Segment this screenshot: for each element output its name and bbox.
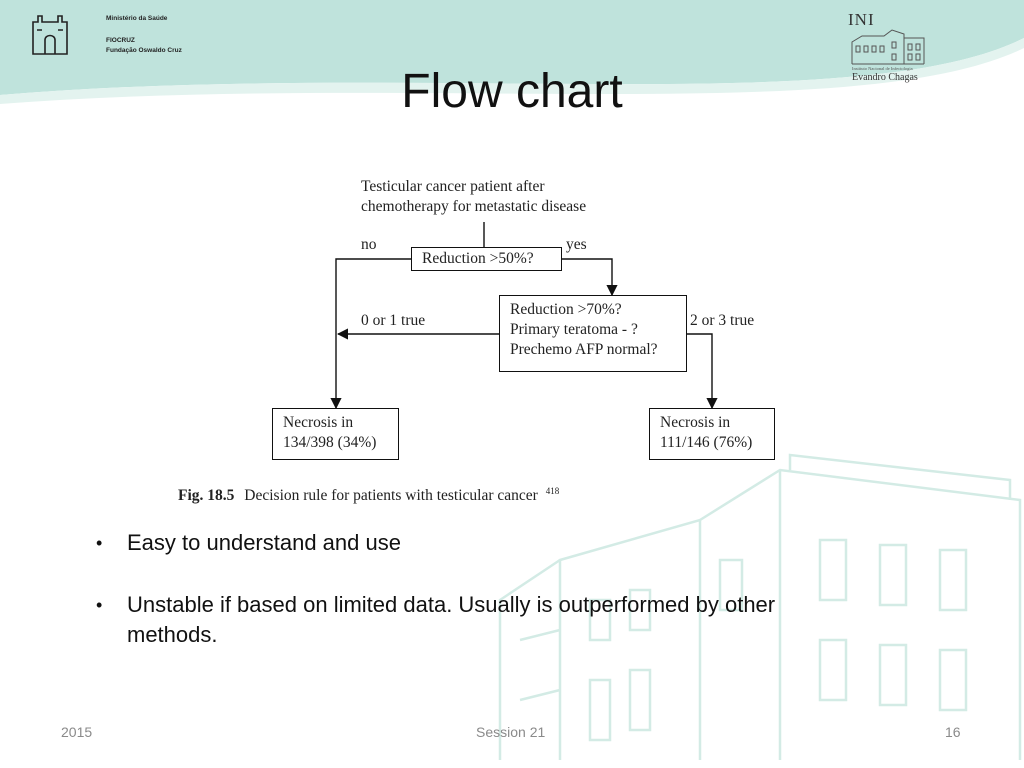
outcome-box-right: Necrosis in 111/146 (76%) [649, 408, 775, 460]
ini-logo-name: Evandro Chagas [852, 72, 918, 83]
ministry-label: Ministério da Saúde [106, 15, 168, 22]
bullet-marker-1: • [96, 533, 103, 553]
slide-title: Flow chart [401, 65, 623, 118]
footer-session: Session 21 [476, 724, 546, 740]
figure-caption-reference: 418 [545, 486, 560, 496]
criteria-line-1: Reduction >70%? [510, 301, 622, 318]
figure-caption: Fig. 18.5 Decision rule for patients wit… [178, 481, 559, 506]
fiocruz-building-icon [32, 15, 68, 55]
fiocruz-logo: Ministério da Saúde FIOCRUZ Fundação Osw… [30, 10, 182, 61]
bullet-item-2: Unstable if based on limited data. Usual… [127, 590, 775, 650]
fiocruz-label: FIOCRUZ [106, 37, 135, 44]
figure-caption-label: Fig. 18.5 [178, 487, 235, 505]
ini-logo: INI Instituto Nacional de Infectologia E… [848, 8, 928, 83]
ini-logo-title: INI [848, 10, 875, 29]
yes-connector [562, 258, 618, 297]
ini-building-icon [851, 29, 925, 65]
bullet-item-1-line-1: Easy to understand and use [127, 530, 401, 555]
flowchart-start-line-2: chemotherapy for metastatic disease [361, 198, 587, 215]
bullet-item-1: Easy to understand and use [127, 528, 401, 558]
criteria-line-2: Primary teratoma - ? [510, 321, 638, 338]
outcome-right-line-2: 111/146 (76%) [660, 434, 753, 451]
flowchart-start-line-1: Testicular cancer patient after [361, 178, 545, 195]
no-label: no [361, 236, 377, 253]
decision-box-criteria: Reduction >70%? Primary teratoma - ? Pre… [499, 295, 687, 372]
two-or-three-connector [687, 333, 718, 410]
no-connector [330, 258, 411, 410]
decision-box-reduction-50: Reduction >50%? [411, 247, 562, 271]
outcome-left-line-1: Necrosis in [283, 414, 354, 431]
outcome-box-left: Necrosis in 134/398 (34%) [272, 408, 399, 460]
outcome-left-line-2: 134/398 (34%) [283, 434, 377, 451]
ini-logo-subtitle: Instituto Nacional de Infectologia [852, 66, 913, 71]
two-or-three-true-label: 2 or 3 true [690, 312, 755, 329]
bullet-marker-2: • [96, 595, 103, 615]
figure-caption-text: Decision rule for patients with testicul… [244, 487, 538, 505]
criteria-line-3: Prechemo AFP normal? [510, 341, 658, 358]
outcome-right-line-1: Necrosis in [660, 414, 731, 431]
footer-page-number: 16 [945, 724, 961, 740]
building-watermark [498, 453, 1022, 760]
yes-label: yes [566, 236, 587, 253]
fiocruz-foundation-label: Fundação Oswaldo Cruz [106, 47, 182, 54]
zero-or-one-true-label: 0 or 1 true [361, 312, 426, 329]
footer-year: 2015 [61, 724, 93, 740]
bullet-item-2-line-1: Unstable if based on limited data. Usual… [127, 592, 776, 617]
bullet-item-2-line-2: methods. [127, 622, 218, 647]
decision-box-reduction-50-label: Reduction >50%? [422, 250, 534, 267]
